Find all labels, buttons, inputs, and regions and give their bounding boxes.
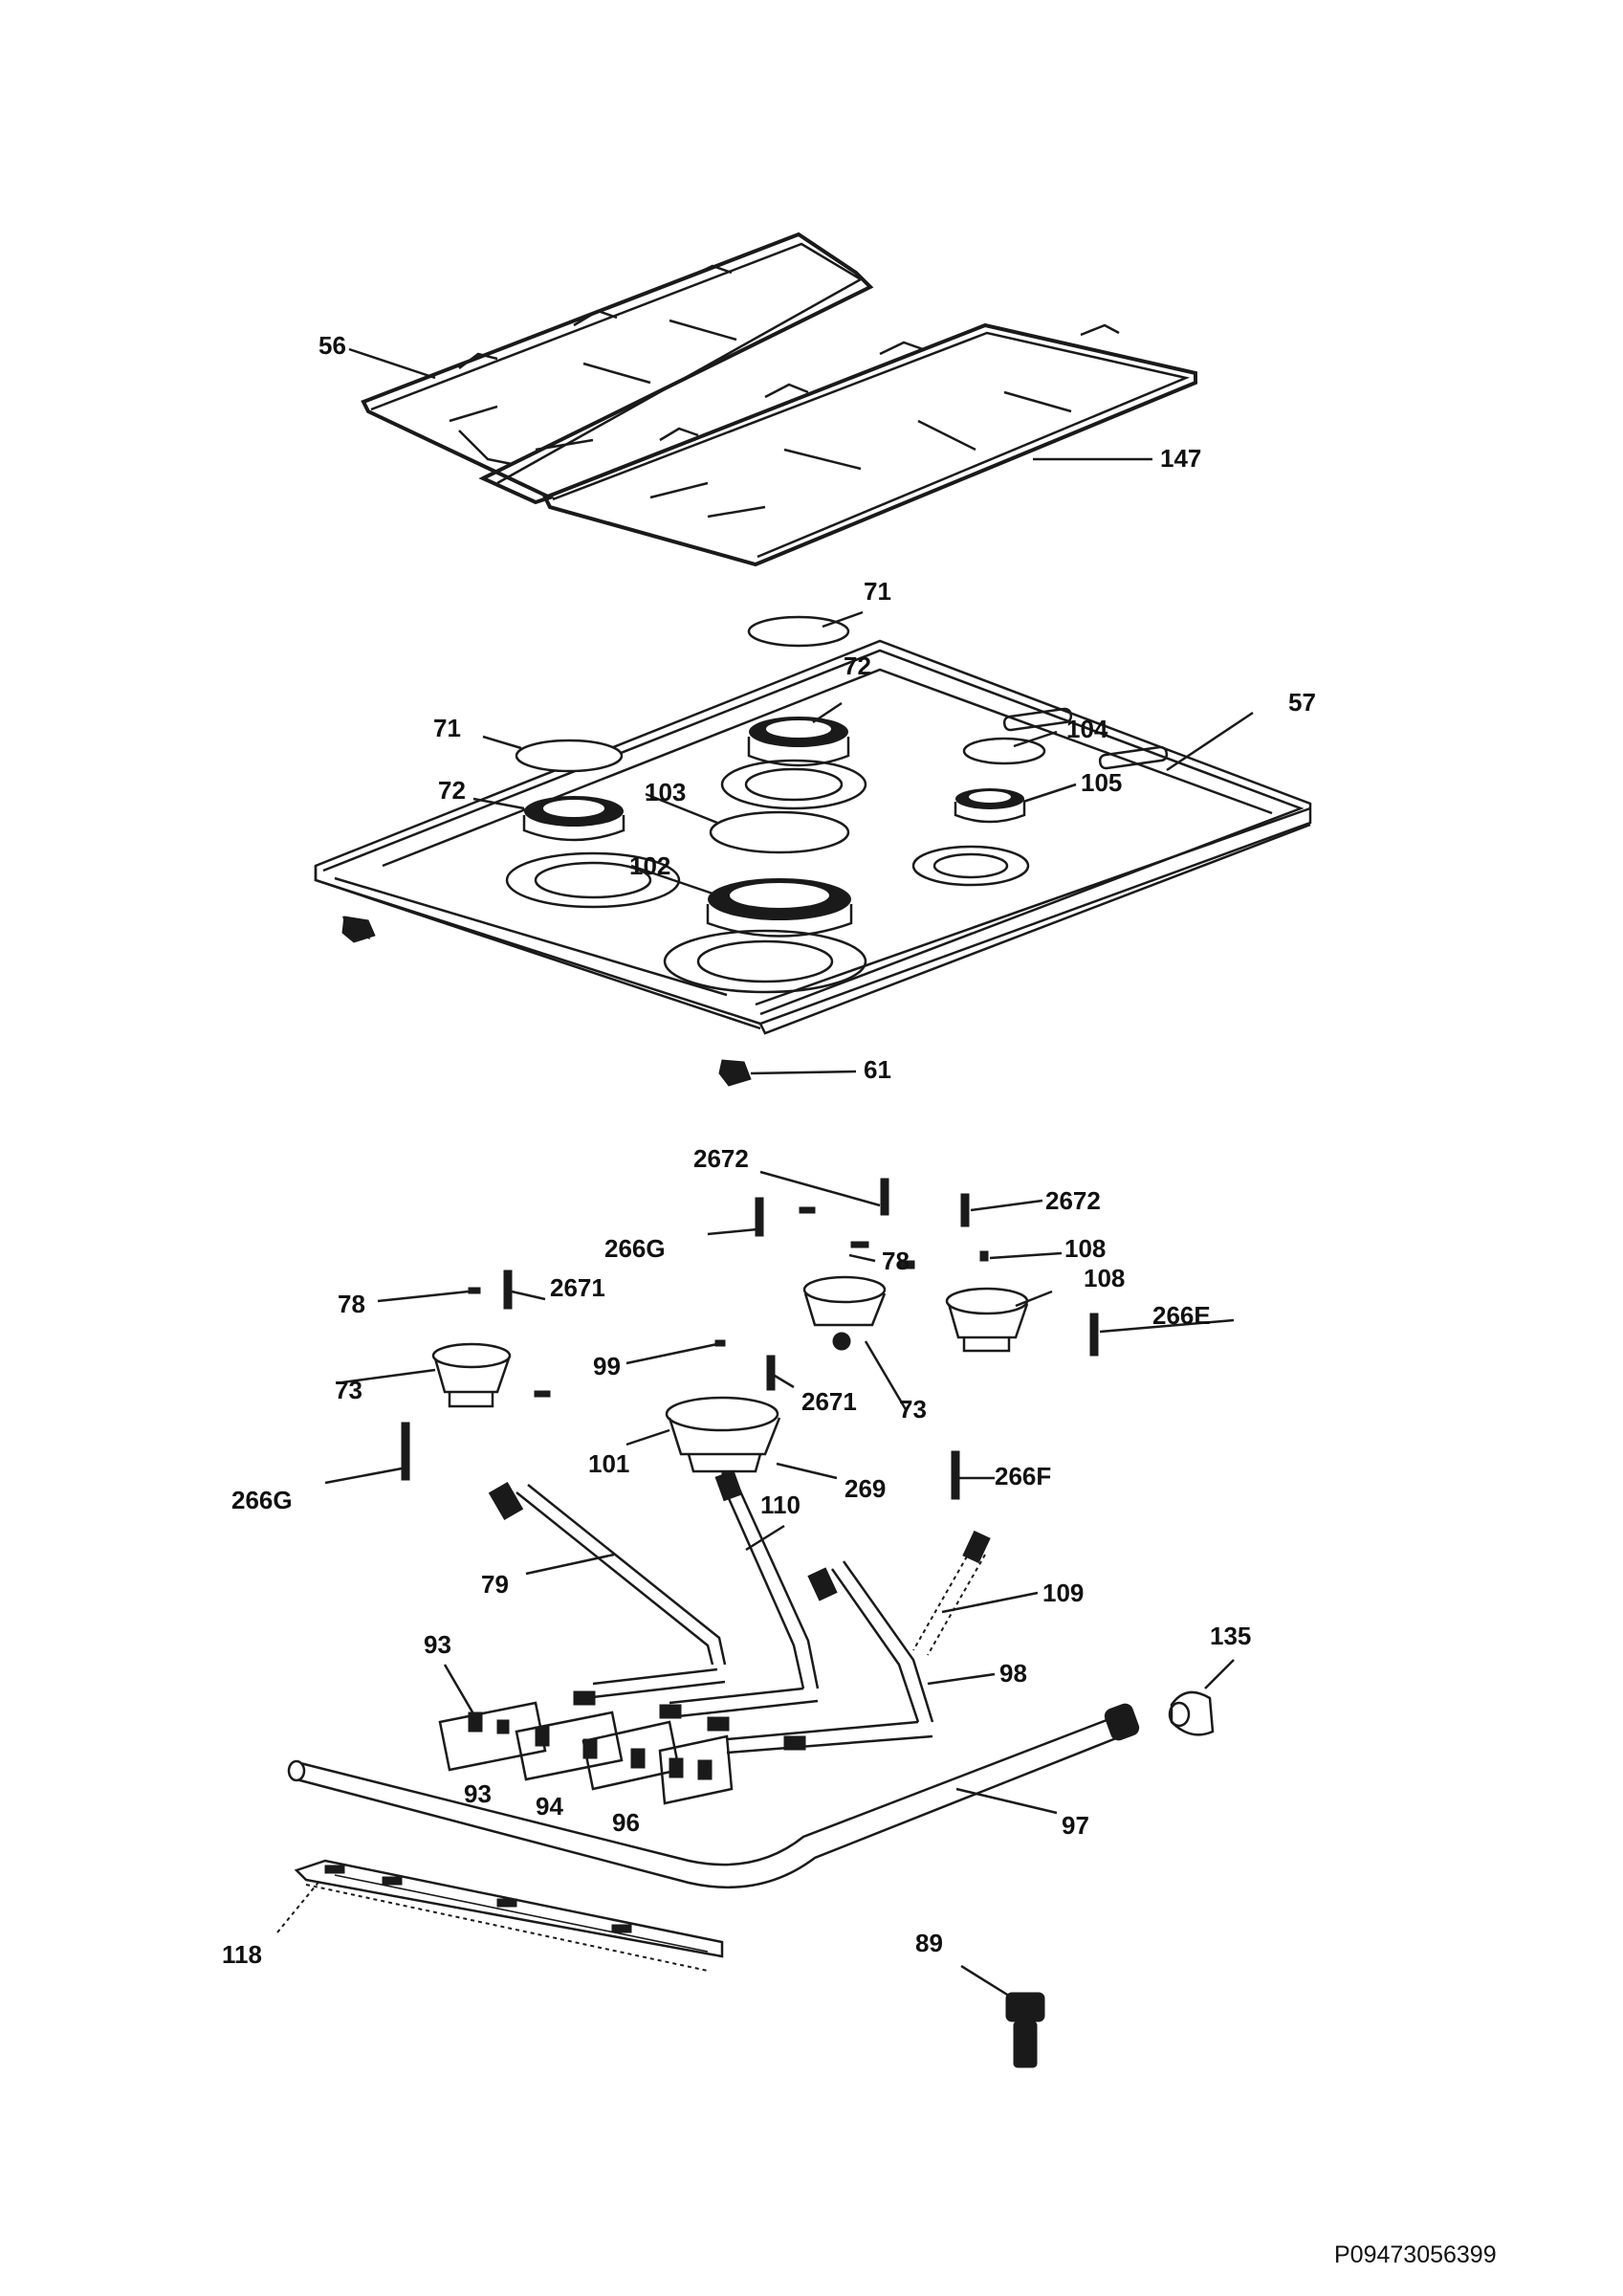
label-108-b: 108	[1084, 1264, 1126, 1292]
label-73-mid: 73	[899, 1395, 927, 1424]
burner-body-mid	[802, 1275, 887, 1351]
label-72-rear: 72	[844, 651, 871, 680]
burner-cap-center	[709, 810, 850, 854]
burner-cap-rear	[747, 615, 850, 648]
label-78-left: 78	[338, 1290, 365, 1318]
label-89: 89	[915, 1929, 943, 1957]
burner-body-left	[431, 1342, 512, 1408]
label-98: 98	[999, 1659, 1027, 1688]
hob-top-plate	[314, 639, 1312, 1035]
label-2672-b: 2672	[1045, 1186, 1101, 1215]
label-266g-top: 266G	[604, 1234, 666, 1263]
label-93: 93	[464, 1779, 492, 1808]
label-72-left: 72	[438, 776, 466, 805]
label-135: 135	[1210, 1622, 1252, 1650]
label-102: 102	[629, 851, 671, 880]
gas-pipe-109	[912, 1530, 991, 1656]
label-147: 147	[1160, 444, 1202, 473]
gas-taps-assembly	[438, 1690, 806, 1805]
burner-crown-rear	[747, 717, 850, 767]
label-266f: 266F	[995, 1462, 1052, 1490]
burner-crown-front	[706, 878, 853, 938]
gas-manifold-97	[287, 1703, 1140, 1888]
label-110: 110	[760, 1490, 801, 1519]
label-104: 104	[1066, 715, 1108, 743]
leader-lines	[276, 347, 1254, 1999]
burner-crown-left	[522, 796, 625, 842]
burner-cap-left	[515, 739, 624, 773]
label-105: 105	[1081, 768, 1123, 797]
gas-pipe-98	[726, 1560, 934, 1755]
label-57: 57	[1288, 688, 1316, 717]
label-71-rear: 71	[864, 577, 891, 606]
label-79: 79	[481, 1570, 509, 1599]
label-2671-left: 2671	[550, 1273, 605, 1302]
label-103: 103	[645, 778, 687, 806]
label-73-left: 73	[335, 1376, 362, 1404]
label-109: 109	[1042, 1578, 1085, 1607]
label-2672-a: 2672	[693, 1144, 749, 1173]
label-97: 97	[1062, 1811, 1089, 1840]
elbow-135	[1168, 1690, 1215, 1736]
label-61: 61	[864, 1055, 891, 1084]
pan-support-grid-right	[542, 322, 1197, 567]
label-71-left: 71	[433, 714, 461, 742]
document-id: P09473056399	[1334, 2241, 1497, 2268]
knob-clip-front	[718, 1059, 752, 1087]
burner-body-right	[945, 1287, 1029, 1353]
label-94: 94	[536, 1792, 563, 1821]
label-93-top: 93	[424, 1630, 451, 1659]
label-101: 101	[588, 1449, 630, 1478]
label-266g-left: 266G	[231, 1486, 293, 1514]
gas-pipe-79	[488, 1481, 727, 1699]
label-266e: 266E	[1152, 1301, 1211, 1330]
mounting-bracket-118	[294, 1859, 724, 1972]
burner-cap-right	[962, 737, 1046, 765]
gas-pipe-110	[669, 1469, 820, 1719]
label-96: 96	[612, 1808, 640, 1837]
label-118: 118	[222, 1940, 262, 1969]
knob-clip-left	[341, 916, 376, 943]
burner-body-front	[665, 1396, 781, 1484]
pan-support-grid-left	[361, 232, 874, 505]
label-2671-mid: 2671	[801, 1387, 857, 1416]
label-108-a: 108	[1064, 1234, 1107, 1263]
label-78-right: 78	[882, 1247, 910, 1275]
label-99: 99	[593, 1352, 621, 1380]
burner-crown-right	[954, 788, 1026, 824]
label-269: 269	[844, 1474, 887, 1503]
gas-connector-89	[1005, 1992, 1045, 2068]
label-56: 56	[318, 331, 346, 360]
small-fixings	[401, 1178, 1099, 1500]
